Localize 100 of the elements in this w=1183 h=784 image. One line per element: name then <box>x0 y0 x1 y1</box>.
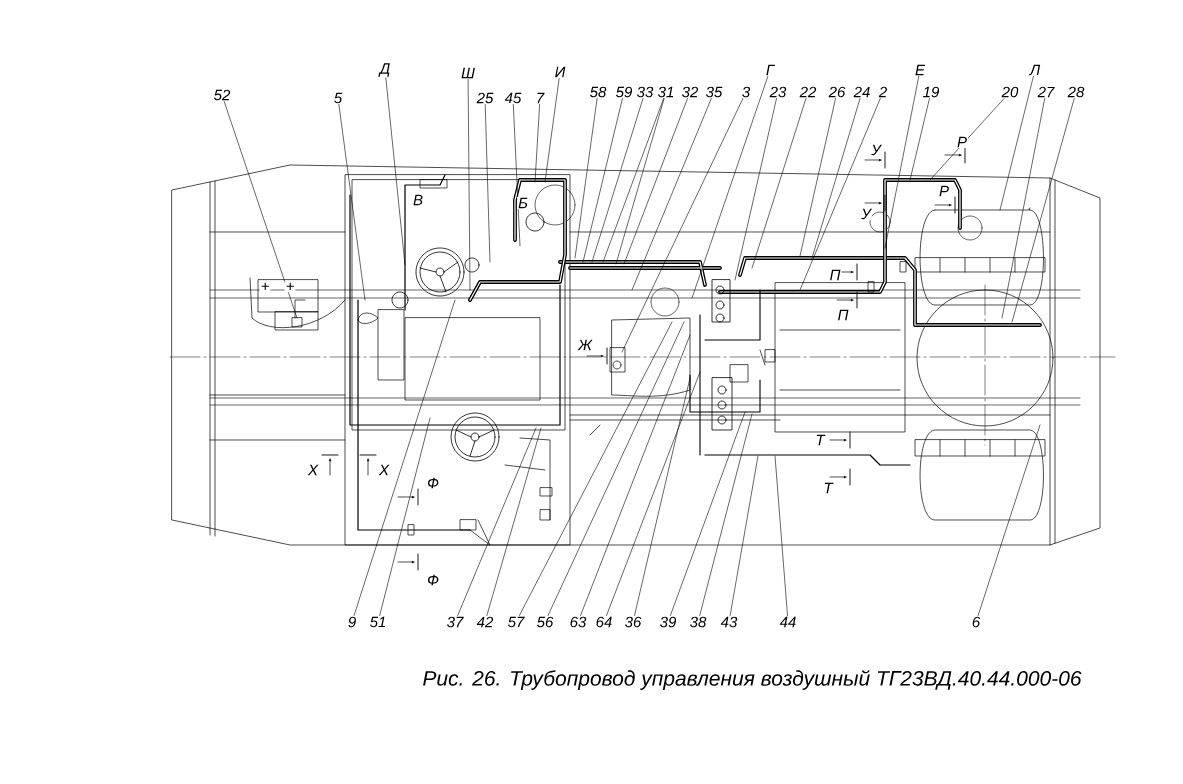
callout-number: 57 <box>508 616 525 628</box>
section-letter: Ж <box>577 338 593 352</box>
leader-line <box>486 427 542 616</box>
callout-number: 43 <box>720 616 738 628</box>
leader-line <box>811 98 861 259</box>
leader-line <box>223 101 298 319</box>
callout-number: 45 <box>504 92 522 104</box>
leader-line <box>691 76 769 299</box>
leader-line <box>467 79 471 291</box>
callout-number: Л <box>1029 64 1041 76</box>
callout-number: 28 <box>1067 86 1085 98</box>
leader-line <box>799 98 836 257</box>
callout-number: 51 <box>370 616 386 628</box>
callout-number: 5 <box>334 92 343 104</box>
leader-line <box>999 76 1034 211</box>
leader-line <box>621 98 744 353</box>
callout-number: 19 <box>923 86 940 98</box>
callout-number: 24 <box>853 86 870 98</box>
section-letter: Т <box>814 433 826 447</box>
leader-line <box>799 98 881 291</box>
leader-line <box>547 321 685 616</box>
callout-number: 42 <box>476 616 494 628</box>
callout-number: 35 <box>706 86 723 98</box>
section-letter: Ф <box>426 476 440 490</box>
callout-number: 23 <box>769 86 787 98</box>
leader-line <box>519 321 673 616</box>
leader-line <box>338 104 366 301</box>
callout-number: 2 <box>878 86 887 98</box>
section-letter: Х <box>378 463 390 477</box>
callout-number: 27 <box>1037 86 1055 98</box>
callout-number: 32 <box>682 86 699 98</box>
leader-line <box>631 98 712 291</box>
callout-number: 63 <box>570 616 587 628</box>
leader-line <box>591 98 644 263</box>
callout-number: 3 <box>742 86 751 98</box>
leader-line <box>670 411 746 616</box>
callout-number: 39 <box>660 616 677 628</box>
leader-line <box>634 377 691 616</box>
leader-line <box>379 417 431 616</box>
leader-line <box>582 98 623 263</box>
callout-number: 25 <box>476 92 494 104</box>
leader-line <box>513 104 521 247</box>
callout-number: Е <box>915 64 926 76</box>
section-letter: В <box>412 193 424 207</box>
leader-line <box>774 455 788 616</box>
leader-line <box>385 77 406 266</box>
leader-line <box>729 455 759 616</box>
section-letter: Б <box>517 196 529 210</box>
leader-line <box>544 78 560 183</box>
leader-line <box>884 76 920 249</box>
leader-line <box>457 427 537 616</box>
callout-number: 22 <box>799 86 817 98</box>
section-letter: У <box>870 143 883 157</box>
section-letter: П <box>836 308 850 322</box>
callout-number: 33 <box>637 86 654 98</box>
section-letter: Р <box>956 135 968 149</box>
leader-line <box>353 299 456 616</box>
callout-number: 64 <box>596 616 612 628</box>
callout-number: Д <box>378 63 390 77</box>
callout-number: 58 <box>590 86 607 98</box>
leader-line <box>1001 98 1046 319</box>
terminal-sign: + <box>259 281 271 293</box>
leader-line <box>909 98 930 181</box>
callout-number: 31 <box>658 86 674 98</box>
section-letter: Ф <box>426 573 440 587</box>
leader-line <box>534 104 540 183</box>
leader-line <box>699 413 753 616</box>
callout-number: Ш <box>461 67 475 79</box>
leader-line <box>484 104 491 263</box>
callout-number: 56 <box>537 616 554 628</box>
section-letter: Р <box>938 184 950 198</box>
callout-number: И <box>555 66 566 78</box>
callout-number: 36 <box>625 616 642 628</box>
callout-number: 59 <box>616 86 633 98</box>
callout-number: 37 <box>447 616 464 628</box>
terminal-sign: + <box>284 281 296 293</box>
leader-line <box>615 98 665 265</box>
callout-number: 38 <box>690 616 707 628</box>
section-letter: Х <box>307 463 319 477</box>
callout-number: 9 <box>348 616 356 628</box>
section-letter: Т <box>822 481 834 495</box>
callout-number: 52 <box>214 89 231 101</box>
leader-line <box>602 98 664 263</box>
leader-line <box>929 98 1005 181</box>
caption: Рис. 26. Трубопровод управления воздушный ТГ23ВД.40.44.000-06 <box>423 670 1082 690</box>
callout-number: 26 <box>828 86 846 98</box>
callout-number: 6 <box>972 616 981 628</box>
section-letter: П <box>828 268 842 282</box>
callout-number: Г <box>766 64 775 76</box>
section-letter: У <box>860 207 873 221</box>
callout-number: 44 <box>779 616 796 628</box>
callout-number: 7 <box>537 92 545 104</box>
leader-line <box>1011 98 1075 323</box>
leader-line <box>751 98 807 269</box>
callout-number: 20 <box>1001 86 1019 98</box>
leader-line <box>606 371 701 616</box>
leader-line <box>623 98 688 265</box>
leader-line <box>734 98 777 281</box>
leader-line <box>977 424 1041 616</box>
leader-line <box>574 98 598 259</box>
